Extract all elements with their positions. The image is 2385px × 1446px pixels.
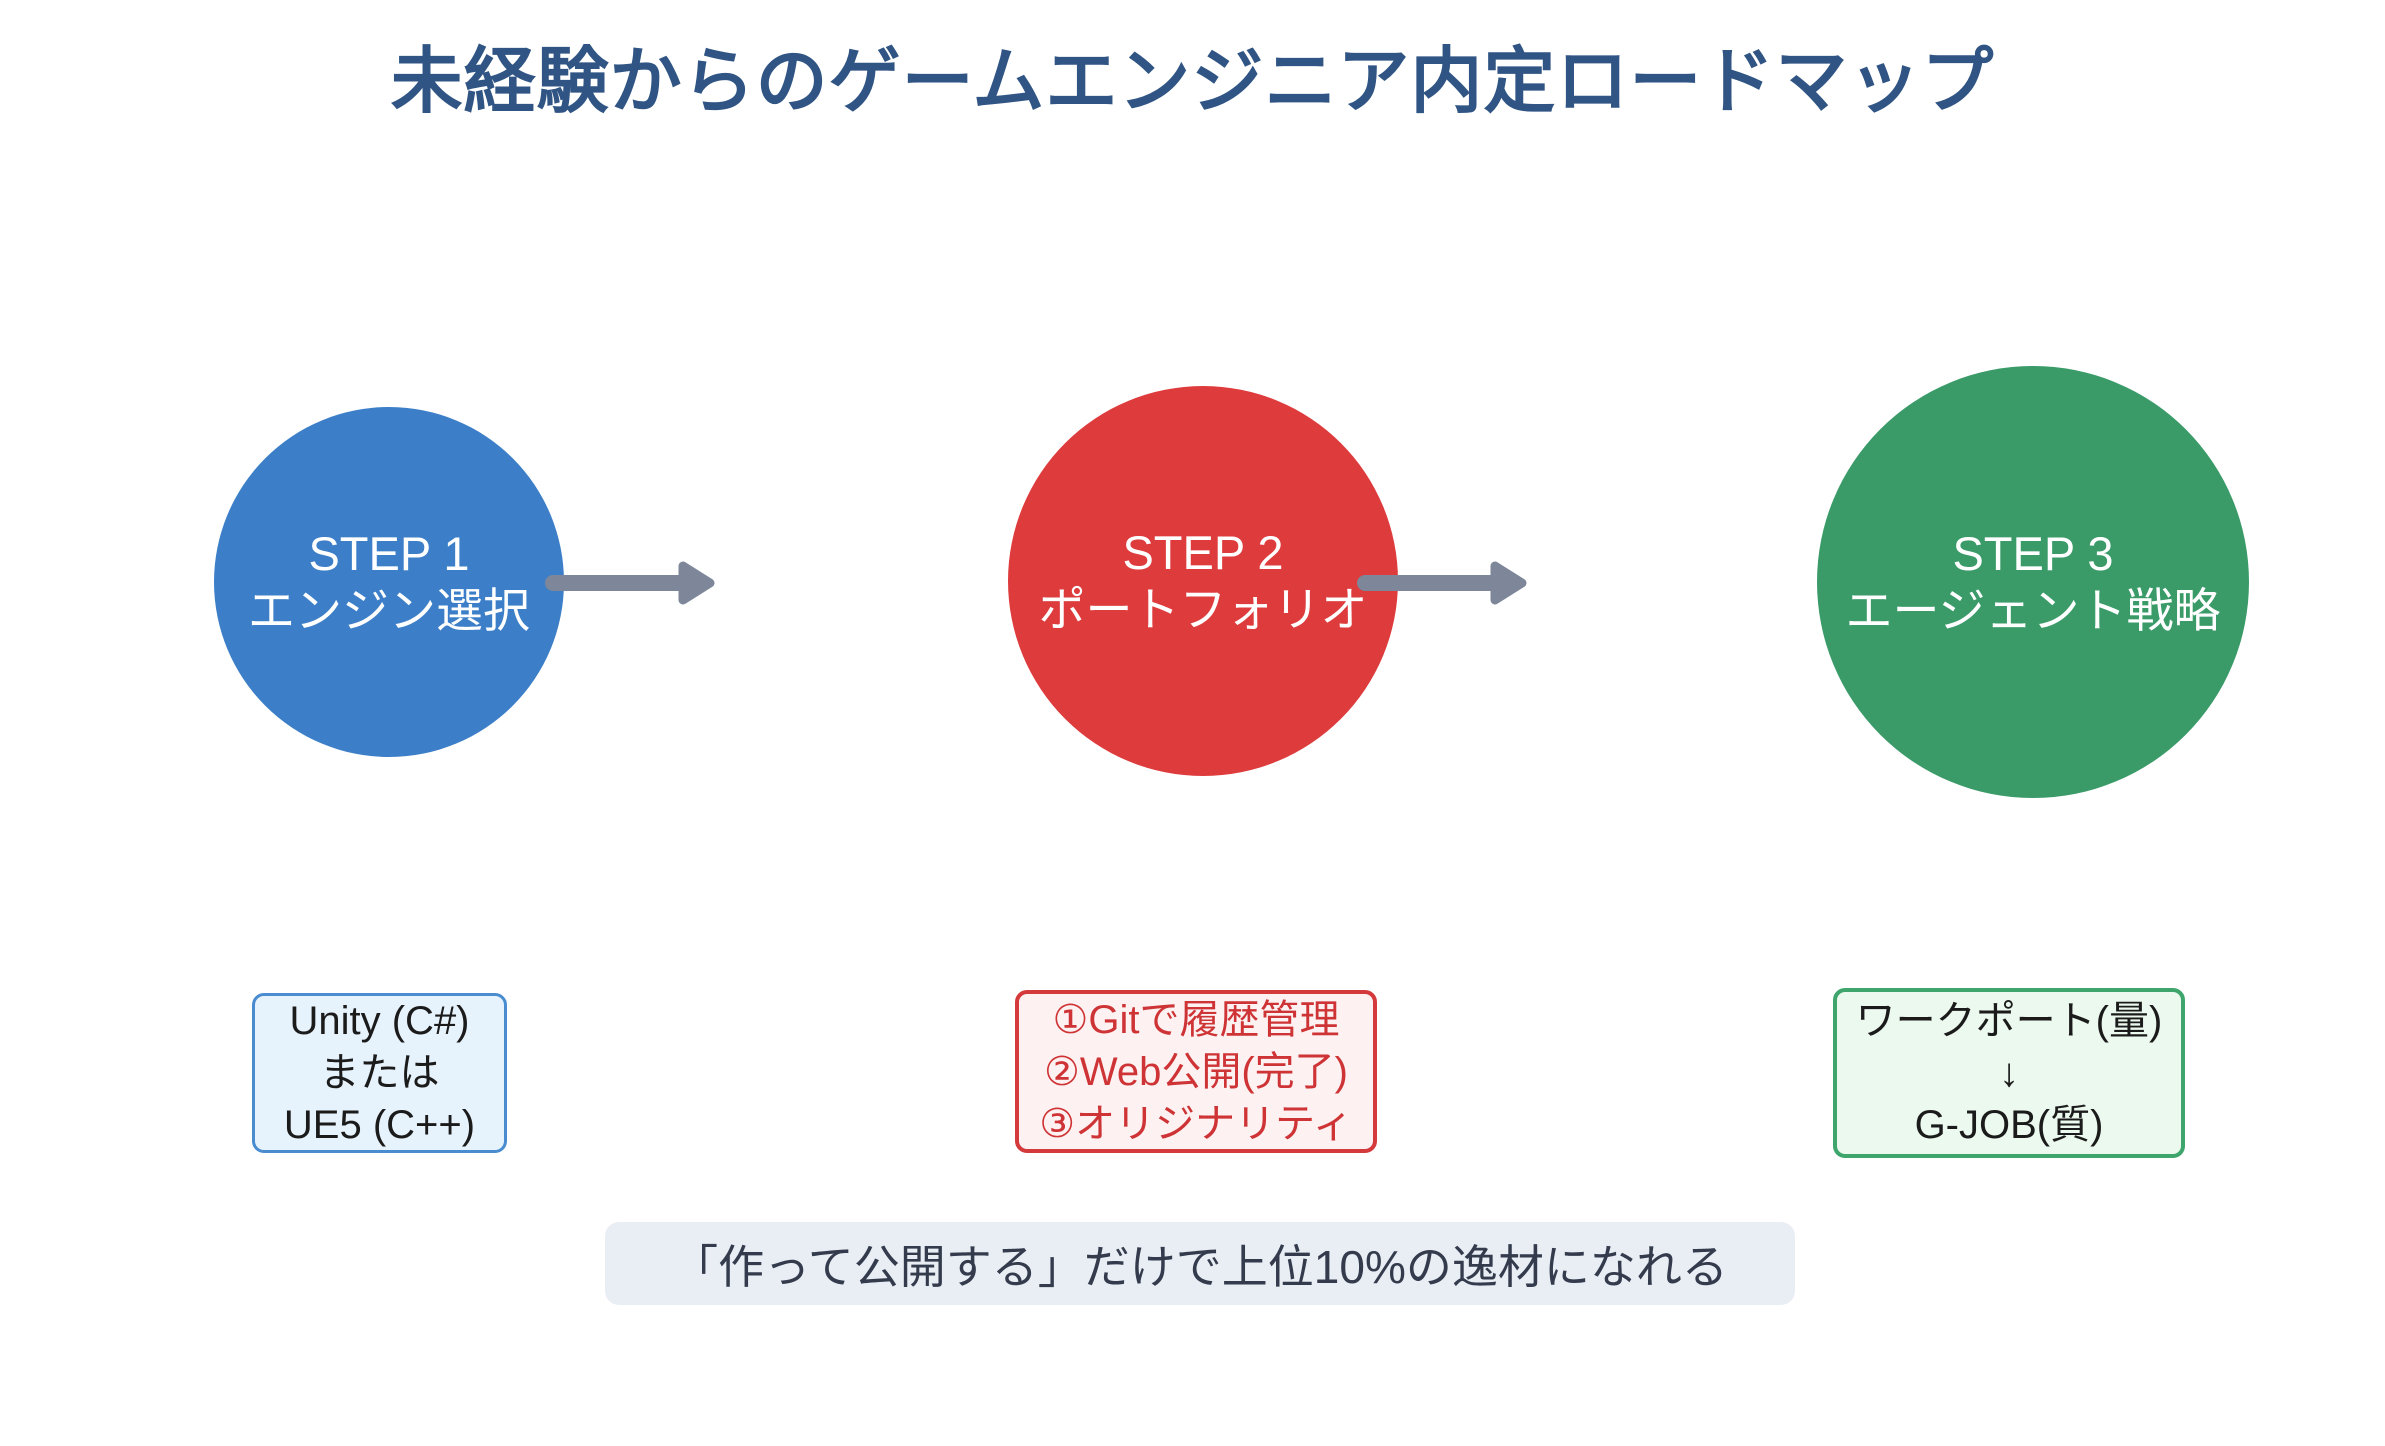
arrow-right-icon [543,561,715,605]
page-title: 未経験からのゲームエンジニア内定ロードマップ [390,42,1995,122]
step2-detail-box: ①Gitで履歴管理 ②Web公開(完了) ③オリジナリティ [1015,990,1377,1153]
step3-detail-line: G-JOB(質) [1914,1103,2104,1147]
step1-detail-line: UE5 (C++) [283,1103,476,1147]
step1-detail-box: Unity (C#) または UE5 (C++) [252,993,507,1153]
step2-circle: STEP 2 ポートフォリオ [1008,386,1398,776]
down-arrow: ↓ [1999,1051,2019,1095]
step2-detail-line: ②Web公開(完了) [1043,1049,1349,1094]
step1-label: STEP 1 [308,527,470,580]
step1-circle: STEP 1 エンジン選択 [214,407,564,757]
step2-label: STEP 2 [1122,526,1284,579]
step3-name: エージェント戦略 [1845,584,2221,637]
step2-detail-line: ③オリジナリティ [1039,1101,1353,1146]
step1-name: エンジン選択 [248,584,530,637]
step3-detail-line: ワークポート(量) [1855,999,2163,1043]
step3-detail-box: ワークポート(量) ↓ G-JOB(質) [1833,988,2185,1158]
bottom-banner: 「作って公開する」だけで上位10%の逸材になれる [605,1222,1795,1305]
step1-detail-line: Unity (C#) [289,999,470,1043]
step2-detail-line: ①Gitで履歴管理 [1052,997,1340,1042]
banner-text: 「作って公開する」だけで上位10%の逸材になれる [672,1240,1728,1293]
arrow-right-icon [1355,561,1527,605]
step2-name: ポートフォリオ [1038,583,1368,636]
step1-detail-line: または [319,1051,440,1095]
step3-circle: STEP 3 エージェント戦略 [1817,366,2249,798]
step3-label: STEP 3 [1952,527,2114,580]
